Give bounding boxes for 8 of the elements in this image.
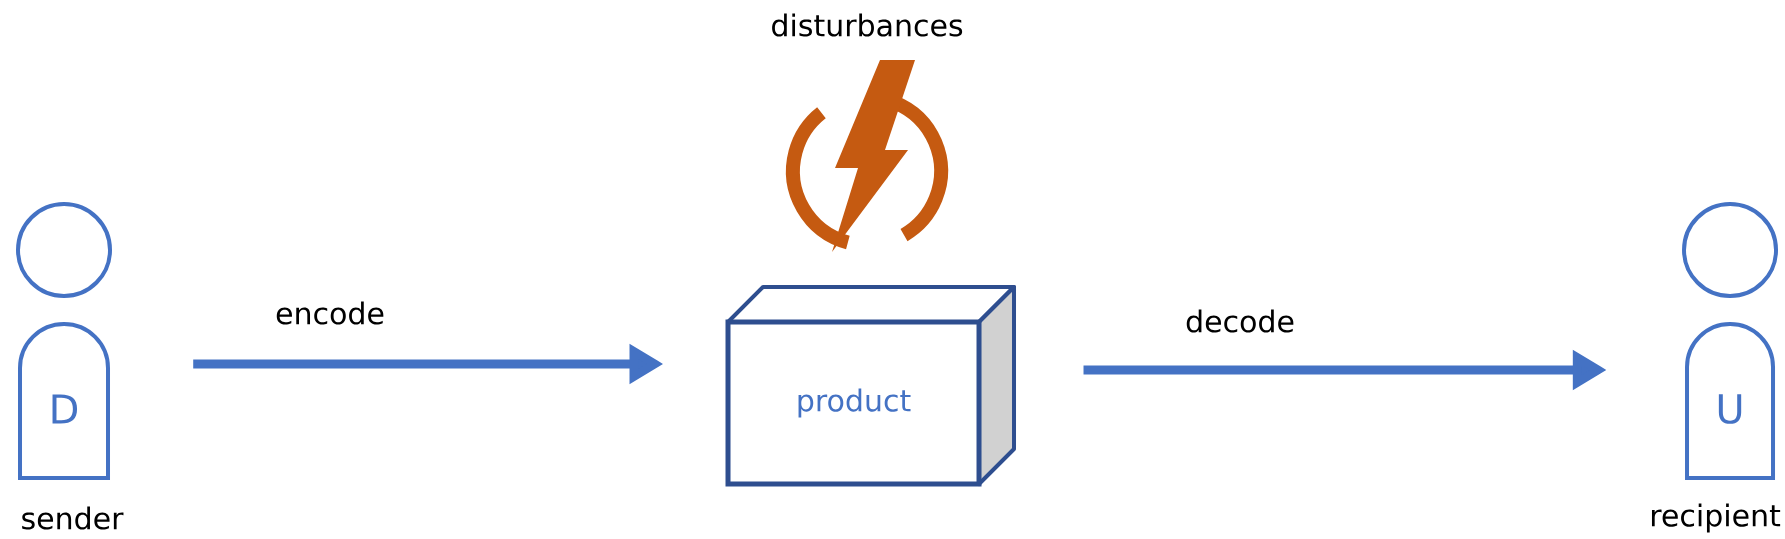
edge-label: decode [1183,307,1297,335]
caption-text: disturbances [772,13,963,37]
person-caption: recipient [1651,503,1781,533]
edge-label: encode [273,299,387,327]
box-drawing: product [725,285,1016,487]
person-caption: sender [22,506,124,530]
person-figure: D [16,202,112,480]
person-figure: U [1682,202,1778,480]
